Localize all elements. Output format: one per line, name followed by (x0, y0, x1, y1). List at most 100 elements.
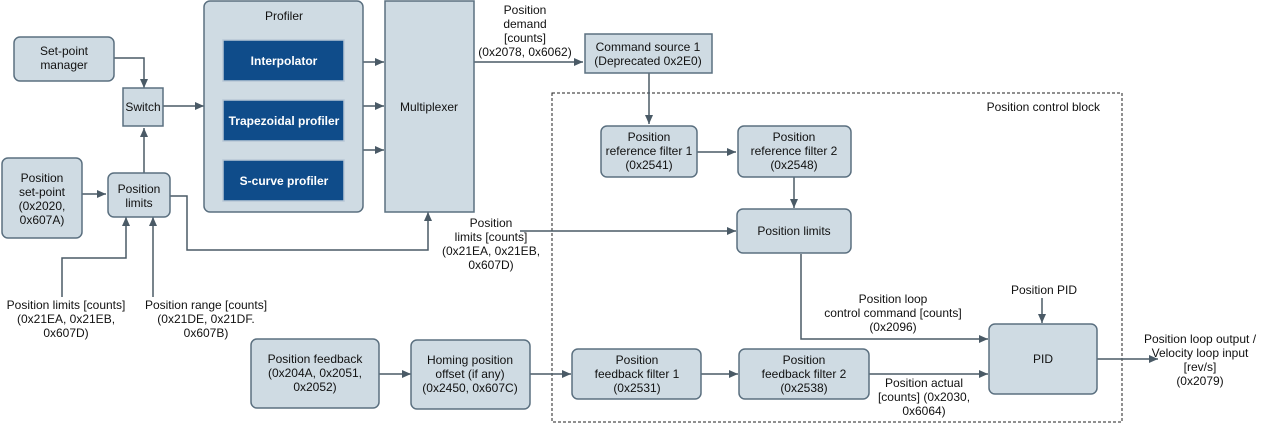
label-line: (0x204A, 0x2051, (268, 366, 362, 380)
label-line: 0x6064) (902, 404, 945, 418)
label-line: Position (628, 130, 671, 144)
label-line: Position (118, 182, 161, 196)
label-line: (0x2096) (869, 320, 916, 334)
switch-label: Switch (125, 100, 160, 114)
label-line: (0x2538) (780, 381, 827, 395)
label-line: (0x2548) (770, 158, 817, 172)
ref-filter-1-block (600, 125, 698, 178)
label-line: reference filter 1 (606, 144, 693, 158)
label-line: limits (125, 196, 152, 210)
label-line: limits [counts] (455, 230, 528, 244)
position-limits-small-block (107, 172, 171, 218)
trapezoidal-profiler-label: Trapezoidal profiler (229, 114, 340, 128)
position-control-block-title: Position control block (987, 100, 1101, 114)
label-line: Position loop (859, 292, 928, 306)
label-line: Velocity loop input (1152, 346, 1249, 360)
label-line: manager (40, 58, 87, 72)
profiler-title: Profiler (265, 9, 303, 23)
homing-offset-block (410, 339, 531, 410)
label-line: [counts] (504, 31, 546, 45)
position-feedback-block (250, 338, 380, 409)
label-line: [rev/s] (1184, 360, 1217, 374)
label-line: control command [counts] (824, 306, 961, 320)
position-range-counts-label: Position range [counts](0x21DE, 0x21DF.0… (145, 298, 267, 340)
position-limits-block-label: Position limits (757, 224, 830, 238)
label-line: (0x2541) (625, 158, 672, 172)
position-limits-block (736, 208, 852, 254)
trapezoidal-profiler-block (222, 99, 345, 142)
label-line: set-point (19, 185, 66, 199)
label-line: feedback filter 2 (762, 367, 847, 381)
label-line: Position (504, 3, 547, 17)
label-line: Trapezoidal profiler (229, 114, 340, 128)
multiplexer-label: Multiplexer (400, 100, 458, 114)
label-line: Position (783, 353, 826, 367)
label-line: 0x2052) (293, 380, 336, 394)
label-line: 0x607D) (43, 326, 88, 340)
scurve-profiler-block (222, 159, 345, 202)
label-line: (0x2450, 0x607C) (422, 381, 517, 395)
multiplexer-block (384, 0, 475, 213)
label-line: (0x21DE, 0x21DF. (157, 312, 254, 326)
loop-output-label: Position loop output /Velocity loop inpu… (1144, 332, 1257, 388)
position-feedback-label: Position feedback(0x204A, 0x2051,0x2052) (268, 352, 364, 394)
label-line: Position (470, 216, 513, 230)
label-line: Position (616, 353, 659, 367)
position-pid-label: Position PID (1011, 283, 1077, 297)
label-line: reference filter 2 (751, 144, 838, 158)
ref-filter-2-block (737, 125, 852, 178)
label-line: (0x2531) (613, 381, 660, 395)
label-line: (0x2078, 0x6062) (478, 45, 571, 59)
pid-label: PID (1033, 352, 1053, 366)
label-line: Command source 1 (596, 40, 701, 54)
label-line: demand (503, 17, 546, 31)
interpolator-label: Interpolator (251, 54, 318, 68)
fb-filter-1-block (571, 348, 702, 400)
label-line: PID (1033, 352, 1053, 366)
label-line: (Deprecated 0x2E0) (594, 54, 701, 68)
connection-wires (61, 57, 1158, 378)
scurve-profiler-label: S-curve profiler (240, 174, 329, 188)
command-source-label: Command source 1(Deprecated 0x2E0) (594, 40, 701, 68)
label-line: Switch (125, 100, 160, 114)
label-line: Profiler (265, 9, 303, 23)
fb-filter-2-block (738, 348, 870, 400)
label-line: 0x607D) (468, 258, 513, 272)
label-line: offset (if any) (435, 367, 504, 381)
position-limits-counts-bottom-label: Position limits [counts](0x21EA, 0x21EB,… (7, 298, 126, 340)
label-line: Position loop output / (1144, 332, 1257, 346)
label-line: Multiplexer (400, 100, 458, 114)
interpolator-block (222, 39, 345, 82)
setpoint-manager-block (13, 36, 115, 82)
label-line: S-curve profiler (240, 174, 329, 188)
label-line: feedback filter 1 (595, 367, 680, 381)
label-line: Position range [counts] (145, 298, 267, 312)
position-actual-label: Position actual[counts] (0x2030,0x6064) (878, 376, 970, 418)
label-line: Set-point (40, 44, 89, 58)
label-line: (0x2020, (19, 199, 66, 213)
label-line: Position control block (987, 100, 1101, 114)
label-line: Interpolator (251, 54, 318, 68)
command-source-block (584, 33, 713, 74)
label-line: Homing position (427, 353, 513, 367)
label-line: (0x21EA, 0x21EB, (17, 312, 115, 326)
label-line: Position limits (757, 224, 830, 238)
label-line: Position limits [counts] (7, 298, 126, 312)
pid-block (988, 323, 1098, 395)
position-setpoint-block (1, 157, 83, 239)
label-line: Position (773, 130, 816, 144)
label-line: (0x21EA, 0x21EB, (442, 244, 540, 258)
